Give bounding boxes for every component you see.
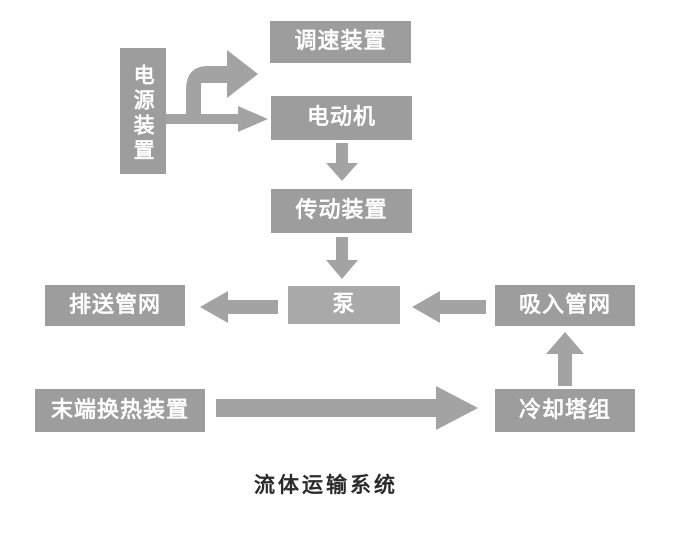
arrow-transmission-to-pump <box>326 237 358 279</box>
arrow-power-to-motor <box>166 106 268 132</box>
node-transmission: 传动装置 <box>271 189 412 233</box>
node-suction-network: 吸入管网 <box>495 285 635 326</box>
arrow-power-to-speed-regulator <box>186 28 266 121</box>
node-discharge-network: 排送管网 <box>45 285 185 326</box>
arrow-suction-to-pump <box>412 291 486 323</box>
diagram-caption: 流体运输系统 <box>254 472 398 497</box>
arrow-terminal-to-cooling-tower <box>216 386 478 430</box>
node-pump: 泵 <box>288 286 400 324</box>
arrow-cooling-tower-to-suction <box>546 332 584 386</box>
arrow-motor-to-transmission <box>326 143 358 181</box>
arrow-pump-to-discharge <box>200 291 278 323</box>
node-cooling-tower: 冷却塔组 <box>495 389 635 432</box>
node-speed-regulator: 调速装置 <box>270 21 411 63</box>
node-power-supply: 电源装置 <box>120 48 166 174</box>
node-terminal-heat-exchanger: 末端换热装置 <box>35 389 205 432</box>
node-electric-motor: 电动机 <box>271 96 412 140</box>
